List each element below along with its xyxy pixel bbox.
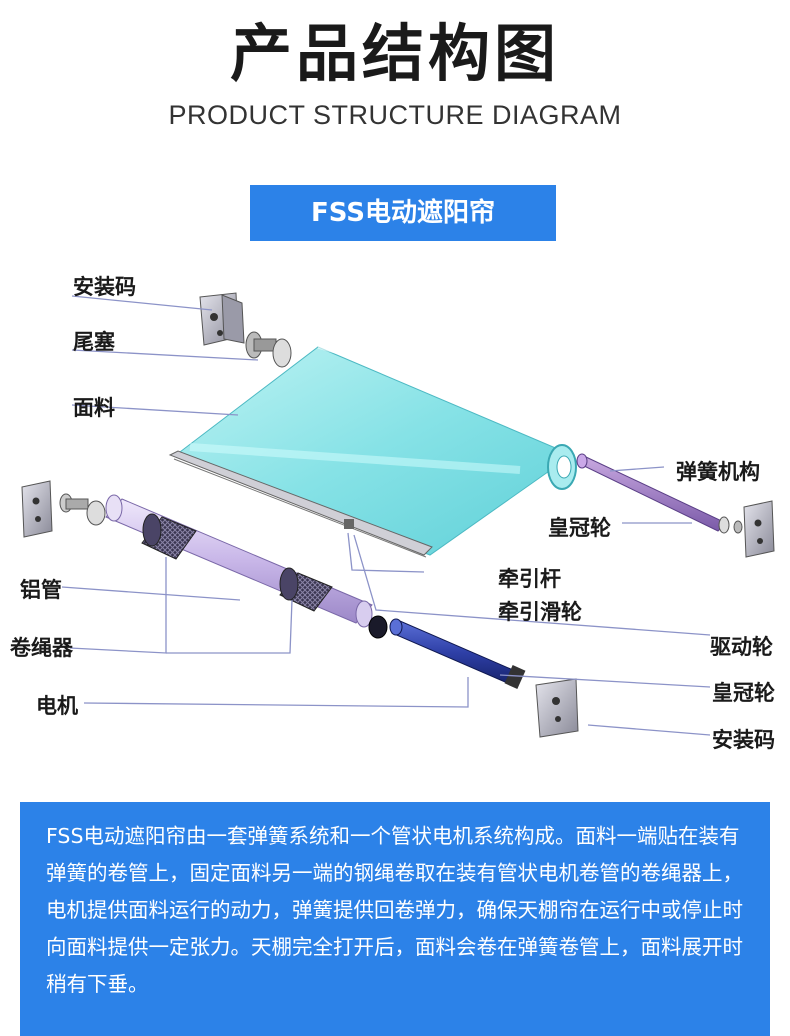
description-panel: FSS电动遮阳帘由一套弹簧系统和一个管状电机系统构成。面料一端贴在装有弹簧的卷管… <box>20 802 770 1036</box>
drive-wheel <box>369 616 387 638</box>
tubular-motor <box>390 619 525 689</box>
label-mount-bottom: 安装码 <box>712 724 775 754</box>
label-rope-winder: 卷绳器 <box>10 632 73 662</box>
label-mount-top: 安装码 <box>73 271 136 301</box>
label-end-plug: 尾塞 <box>73 326 115 356</box>
page-title: 产品结构图 <box>0 14 790 94</box>
label-fabric: 面料 <box>73 392 115 422</box>
mount-bracket-top <box>200 293 244 345</box>
label-crown-wheel-bottom: 皇冠轮 <box>712 677 775 707</box>
label-pull-rod: 牵引杆 <box>498 563 561 593</box>
mount-bracket-right <box>744 501 774 557</box>
label-aluminum-tube: 铝管 <box>20 574 62 604</box>
label-spring-mechanism: 弹簧机构 <box>676 456 760 486</box>
mount-bracket-left <box>22 481 105 537</box>
page-subtitle: PRODUCT STRUCTURE DIAGRAM <box>0 100 790 131</box>
label-motor: 电机 <box>36 690 78 720</box>
label-drive-wheel: 驱动轮 <box>710 631 773 661</box>
structure-diagram <box>0 255 790 775</box>
end-plug <box>246 332 291 367</box>
label-crown-wheel-top: 皇冠轮 <box>548 512 611 542</box>
label-pull-pulley: 牵引滑轮 <box>498 596 582 626</box>
description-text: FSS电动遮阳帘由一套弹簧系统和一个管状电机系统构成。面料一端贴在装有弹簧的卷管… <box>46 818 752 1003</box>
fabric-panel <box>176 347 576 555</box>
mount-bracket-bottom <box>536 679 578 737</box>
product-banner: FSS电动遮阳帘 <box>250 185 556 241</box>
